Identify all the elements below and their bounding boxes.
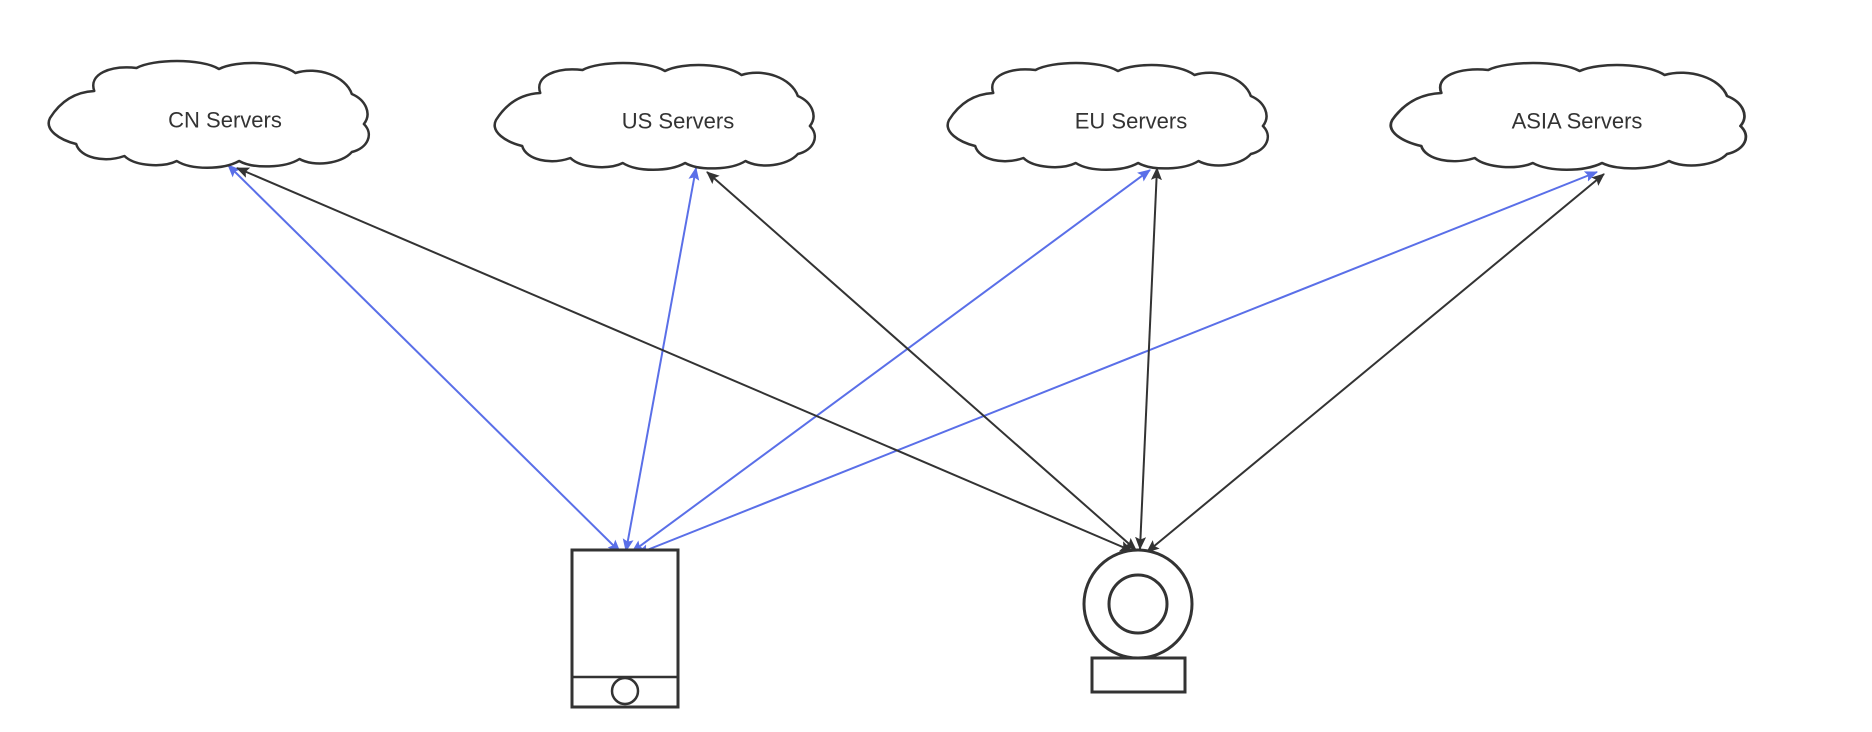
phone-edges — [227, 164, 1598, 555]
node-label-eu: EU Servers — [1075, 109, 1187, 134]
node-webcam — [1082, 548, 1194, 694]
node-eu-servers: EU Servers — [946, 61, 1270, 172]
webcam-edges — [236, 167, 1605, 553]
edge-phone-cn — [227, 164, 621, 553]
node-label-asia: ASIA Servers — [1512, 109, 1643, 134]
phone-home-button — [610, 676, 640, 706]
node-cn-servers: CN Servers — [47, 59, 371, 170]
edge-webcam-eu — [1135, 167, 1162, 550]
edge-webcam-us — [706, 171, 1137, 551]
node-us-servers: US Servers — [493, 61, 817, 172]
node-label-us: US Servers — [622, 109, 734, 134]
webcam-lens-inner — [1107, 573, 1169, 635]
node-mobile-phone — [570, 548, 680, 709]
node-asia-servers: ASIA Servers — [1389, 61, 1748, 172]
edge-webcam-asia — [1146, 173, 1605, 553]
webcam-base — [1090, 656, 1187, 694]
edge-phone-asia — [636, 171, 1598, 555]
node-label-cn: CN Servers — [168, 108, 282, 133]
